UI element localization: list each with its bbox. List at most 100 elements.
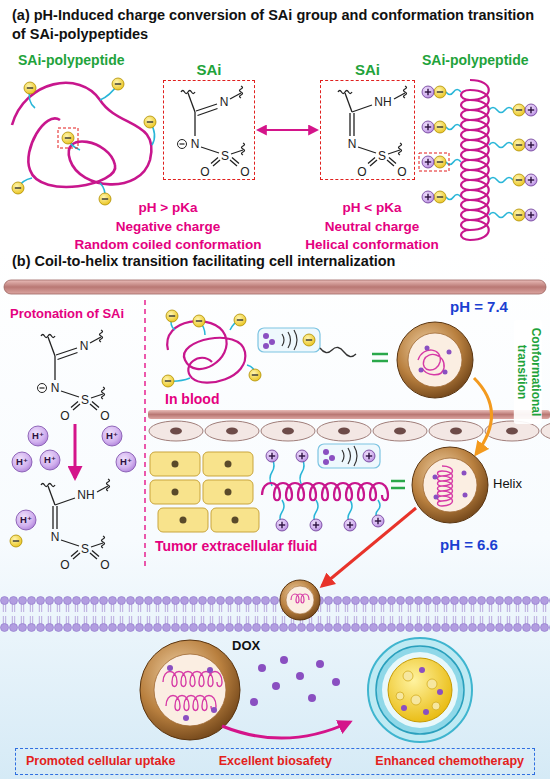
nanoparticle xyxy=(425,346,430,351)
equals-sign xyxy=(391,480,405,483)
tumor-cell xyxy=(423,709,429,715)
nanoparticle xyxy=(397,322,473,398)
atom-symbol: N xyxy=(51,531,60,543)
protonation-scheme xyxy=(40,450,60,470)
helical-polymer xyxy=(525,104,537,116)
random-coil-polymer xyxy=(249,369,261,381)
tumor-cell xyxy=(368,638,472,742)
tumor-cells xyxy=(180,517,187,524)
vessel-wall xyxy=(170,428,182,435)
region-label: Tumor extracellular fluid xyxy=(155,538,317,555)
tumor-cells xyxy=(225,489,232,496)
helical-polymer xyxy=(446,125,461,130)
helical-polymer xyxy=(422,191,434,203)
polymer-name: SAi-polypeptide xyxy=(18,52,125,69)
uptake-arrow xyxy=(322,508,416,586)
random-coil-polymer xyxy=(12,78,156,205)
vessel-wall xyxy=(149,421,203,441)
atom-symbol: NH xyxy=(77,489,94,501)
protonation-scheme xyxy=(28,426,48,446)
chemical-structure xyxy=(387,158,396,167)
chemical-structure xyxy=(240,86,243,98)
nanoparticle xyxy=(412,447,488,523)
helical-polymer xyxy=(422,121,434,133)
tumor-cells xyxy=(150,452,200,476)
helical-polymer xyxy=(434,156,446,168)
helical-polymer xyxy=(266,450,278,462)
helical-polymer xyxy=(525,174,537,186)
tumor-cell xyxy=(401,667,443,715)
tumor-cell xyxy=(368,638,472,742)
tumor-cell xyxy=(437,689,443,695)
signal-icon xyxy=(258,328,320,352)
vessel-wall xyxy=(338,428,350,435)
nanoparticle xyxy=(463,493,468,498)
equilibrium-arrow xyxy=(258,129,317,131)
atom-symbol: O xyxy=(60,559,69,571)
helical-polymer xyxy=(434,121,446,133)
helical-polymer xyxy=(434,86,446,98)
nanoparticle xyxy=(163,672,222,687)
atom-symbol: O xyxy=(397,166,406,178)
nanoparticle xyxy=(434,495,439,500)
drug-molecules xyxy=(296,672,304,680)
protonation-scheme xyxy=(10,330,136,559)
proton-label: H⁺ xyxy=(20,515,32,525)
random-coil-polymer xyxy=(234,314,246,326)
chemical-structure xyxy=(178,86,245,166)
tumor-cell xyxy=(401,705,407,711)
nanoparticle xyxy=(154,654,226,726)
tumor-cells xyxy=(150,480,200,504)
atom-symbol: N xyxy=(348,138,357,150)
tumor-cells xyxy=(232,517,239,524)
helical-polymer xyxy=(489,213,513,218)
helical-polymer xyxy=(513,139,525,151)
protonation-scheme xyxy=(12,452,32,472)
ph-label: pH = 7.4 xyxy=(450,298,508,316)
helical-polymer xyxy=(446,90,461,95)
signal-icon xyxy=(258,328,356,357)
state-label: Negative charge xyxy=(116,219,220,235)
conformation-label: Helix xyxy=(493,476,522,492)
proton-label: H⁺ xyxy=(120,457,132,467)
blood-vessel xyxy=(4,280,546,294)
condition-label: pH > pKa xyxy=(139,200,198,216)
vessel-wall xyxy=(541,421,550,441)
random-coil-polymer xyxy=(24,82,36,94)
ph-label: pH = 6.6 xyxy=(440,536,498,554)
chemical-structure xyxy=(350,113,354,136)
helical-polymer xyxy=(489,178,513,183)
drug-molecules xyxy=(250,656,340,706)
drug-molecules xyxy=(308,694,316,702)
vessel-wall xyxy=(429,421,483,441)
tumor-cells xyxy=(203,452,253,476)
tumor-cell xyxy=(411,695,421,705)
tumor-cells xyxy=(158,508,208,532)
atom-symbol: NH xyxy=(374,96,391,108)
random-coil-polymer xyxy=(162,375,174,387)
drug-molecules xyxy=(250,698,258,706)
structure-box: SAi xyxy=(163,80,255,180)
helical-polymer xyxy=(489,143,513,148)
drug-molecules xyxy=(316,660,324,668)
nanoparticle xyxy=(183,715,189,721)
random-coil-polymer xyxy=(18,84,155,199)
helical-polymer xyxy=(513,174,525,186)
structure-box: SAi xyxy=(320,80,415,180)
protonation-scheme xyxy=(16,510,36,530)
chemical-structure xyxy=(242,143,245,155)
nanoparticle xyxy=(412,447,488,523)
equals-sign xyxy=(372,354,388,361)
nanoparticle xyxy=(167,665,173,671)
nanoparticle xyxy=(433,475,438,480)
drug-molecules xyxy=(332,678,340,686)
vessel-wall xyxy=(170,428,518,435)
state-label: Neutral charge xyxy=(325,219,420,235)
atom-symbol: O xyxy=(60,410,69,422)
tumor-cells xyxy=(225,461,232,468)
drug-molecules xyxy=(280,656,288,664)
atom-symbol: N xyxy=(80,340,89,352)
protonation-scheme xyxy=(102,426,122,446)
atom-symbol: S xyxy=(221,150,229,162)
nanoparticle xyxy=(286,586,314,614)
